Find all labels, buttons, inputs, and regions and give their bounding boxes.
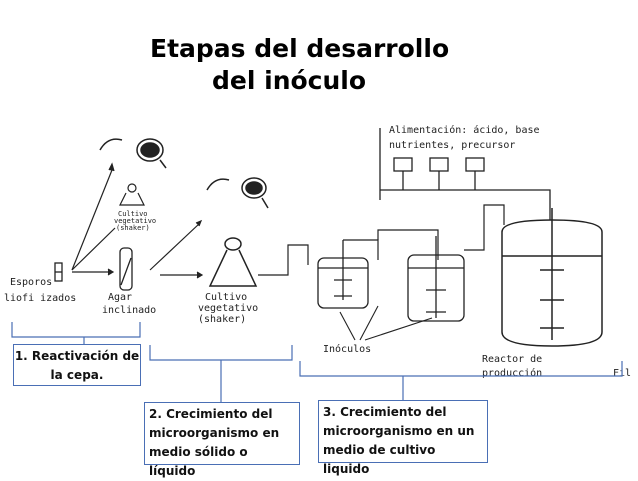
vegetativo-label: vegetativo bbox=[198, 303, 258, 314]
spore-vial-icon bbox=[54, 262, 63, 282]
tube-arrows bbox=[149, 219, 204, 279]
small-shaker-label: (shaker) bbox=[116, 224, 150, 232]
petri-dish-middle-icon bbox=[206, 177, 269, 209]
small-vegetativo-label: vegetativo bbox=[114, 217, 156, 225]
petri-dish-top-icon bbox=[99, 138, 167, 169]
shaker-flask-icon bbox=[208, 237, 258, 287]
title-line-2: del inóculo bbox=[212, 66, 367, 95]
bracket-stage-3 bbox=[299, 361, 623, 377]
transfer-line bbox=[258, 244, 309, 276]
shaker-label: (shaker) bbox=[198, 314, 246, 325]
small-flask-icon bbox=[119, 183, 145, 206]
small-cultivo-label: Cultivo bbox=[118, 210, 148, 218]
stage-3-box: 3. Crecimiento del microorganismo en un … bbox=[318, 400, 488, 476]
produccion-label: producción bbox=[482, 367, 542, 379]
inoculum-vessel-2-icon bbox=[407, 236, 465, 322]
bracket-stage-1 bbox=[11, 322, 141, 338]
title-line-1: Etapas del desarrollo bbox=[150, 34, 450, 63]
alimentacion-label: Alimentación: ácido, base bbox=[389, 124, 540, 136]
reactor-label: Reactor de bbox=[482, 354, 542, 365]
agar-tube-icon bbox=[119, 247, 133, 291]
nutrientes-label: nutrientes, precursor bbox=[389, 140, 515, 151]
bracket-stage-2 bbox=[149, 345, 293, 361]
inoculos-label: Inóculos bbox=[323, 343, 371, 355]
liofilizados-label: liofi izados bbox=[4, 293, 76, 304]
vial-arrows bbox=[71, 162, 116, 276]
agar-label: Agar bbox=[108, 292, 132, 303]
stage-1-box: 1. Reactivación de la cepa. bbox=[13, 344, 141, 386]
stage-2-box: 2. Crecimiento del microorganismo en med… bbox=[144, 402, 300, 478]
inoculum-vessel-1-icon bbox=[317, 240, 369, 309]
feed-tanks-icon bbox=[379, 128, 551, 220]
inoculos-pointers bbox=[339, 305, 433, 341]
cultivo-label: Cultivo bbox=[205, 292, 247, 303]
inclinado-label: inclinado bbox=[102, 305, 156, 316]
stage-brackets bbox=[11, 322, 623, 402]
esporos-label: Esporos bbox=[10, 277, 52, 288]
production-reactor-icon bbox=[501, 208, 603, 347]
